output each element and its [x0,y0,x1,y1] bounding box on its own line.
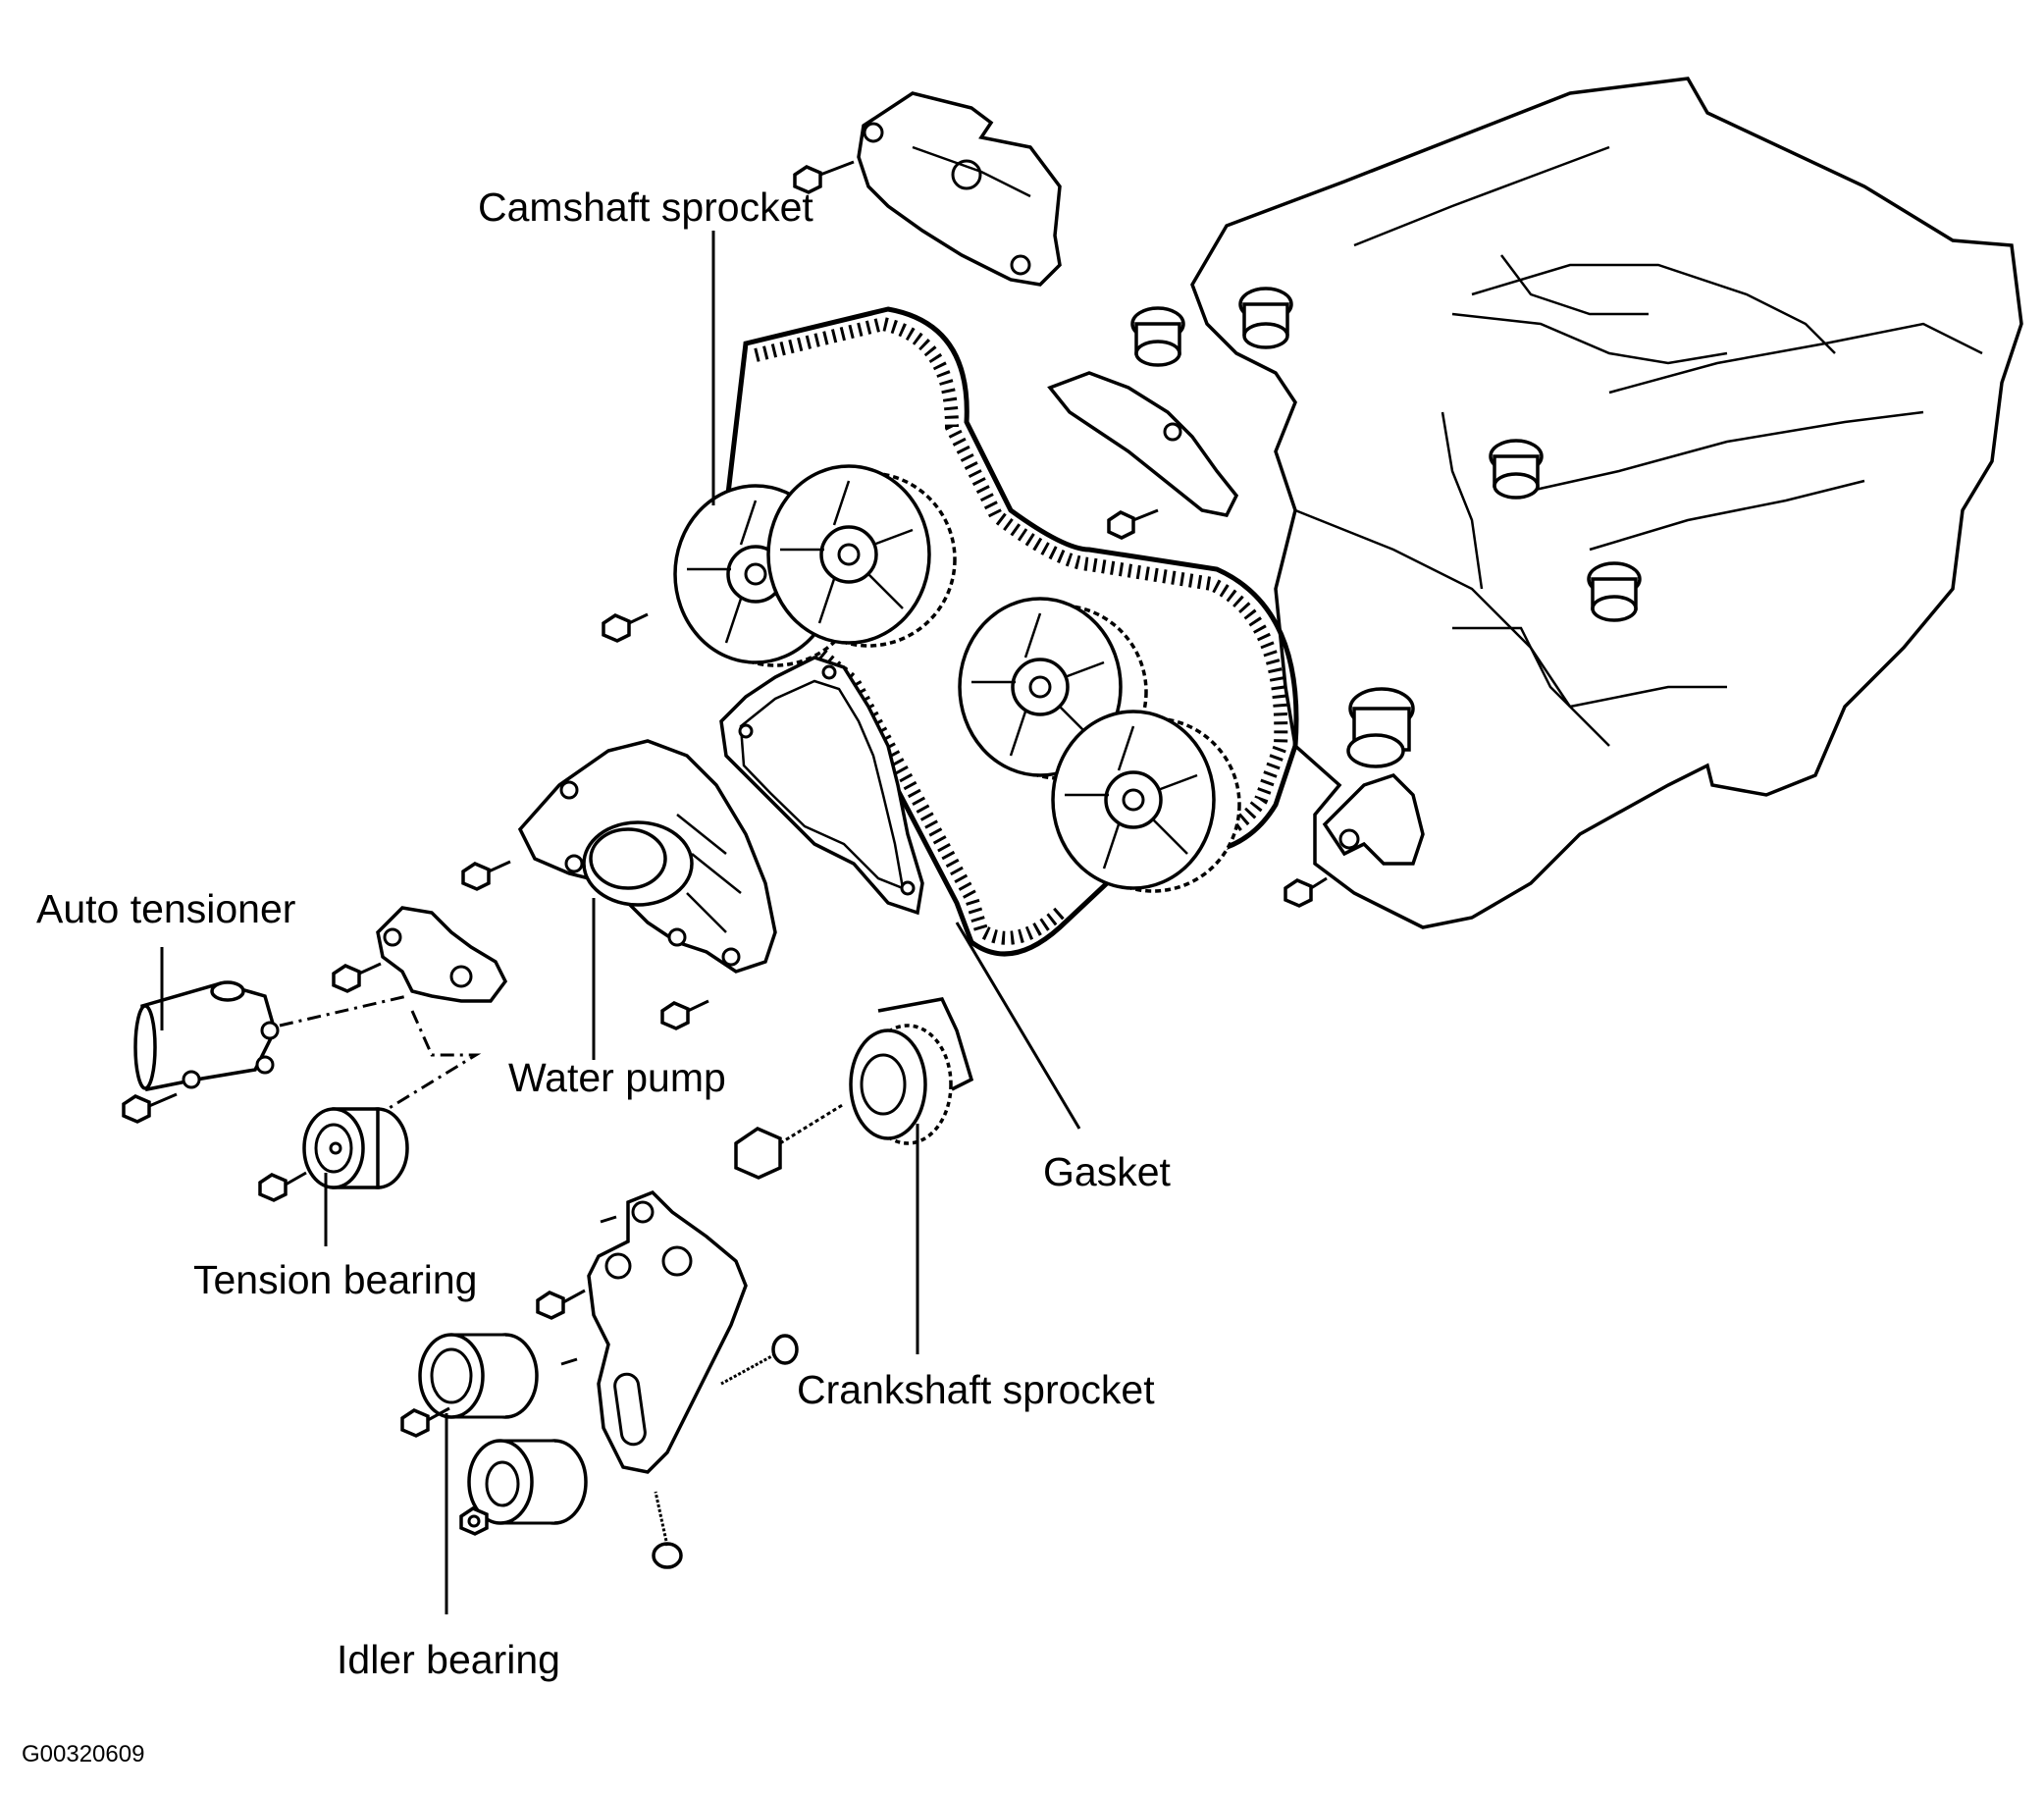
long-bolt [720,1334,799,1386]
nut-icon [459,1506,489,1536]
engine-block [1130,77,2023,929]
leader-lines [160,231,1081,1614]
label-camshaft-sprocket: Camshaft sprocket [478,185,813,230]
figure-code: G00320609 [22,1741,144,1767]
auto-tensioner [133,980,280,1092]
bolt-icon [332,962,382,993]
label-crankshaft-sprocket: Crankshaft sprocket [797,1367,1155,1412]
bolt-icon [793,160,855,194]
water-pump [517,739,777,974]
label-gasket: Gasket [1043,1149,1171,1194]
bolt-icon [602,612,649,643]
gasket [719,656,924,916]
camshaft-sprocket [1051,710,1241,893]
bolt-icon [122,1092,178,1124]
camshaft-sprocket [766,464,957,648]
bolt-icon [258,1171,307,1202]
upper-engine-bracket [857,91,1062,287]
alignment-lines [279,994,482,1111]
tensioner-bracket [376,906,508,1003]
bolt-icon [1107,508,1159,540]
tension-bearing [302,1107,409,1189]
bolt-icon [660,999,709,1030]
long-bolt [652,1491,683,1569]
idler-bracket [587,1189,748,1474]
label-water-pump: Water pump [508,1055,726,1100]
dowel-pin [560,1215,617,1366]
label-auto-tensioner: Auto tensioner [36,886,295,931]
bolt-icon [400,1406,450,1438]
lower-engine-bracket [1322,772,1425,866]
second-idler-bearing [467,1439,588,1525]
belt-cover-bracket [1047,371,1239,517]
label-tension-bearing: Tension bearing [193,1257,477,1302]
label-idler-bearing: Idler bearing [337,1637,560,1682]
bolt-icon [536,1289,586,1320]
crankshaft-sprocket [849,997,974,1145]
crankshaft-bolt [734,1102,845,1180]
timing-belt [723,306,1299,957]
bolt-icon [1284,876,1328,908]
idler-bearing [418,1333,539,1419]
bolt-icon [461,860,511,891]
